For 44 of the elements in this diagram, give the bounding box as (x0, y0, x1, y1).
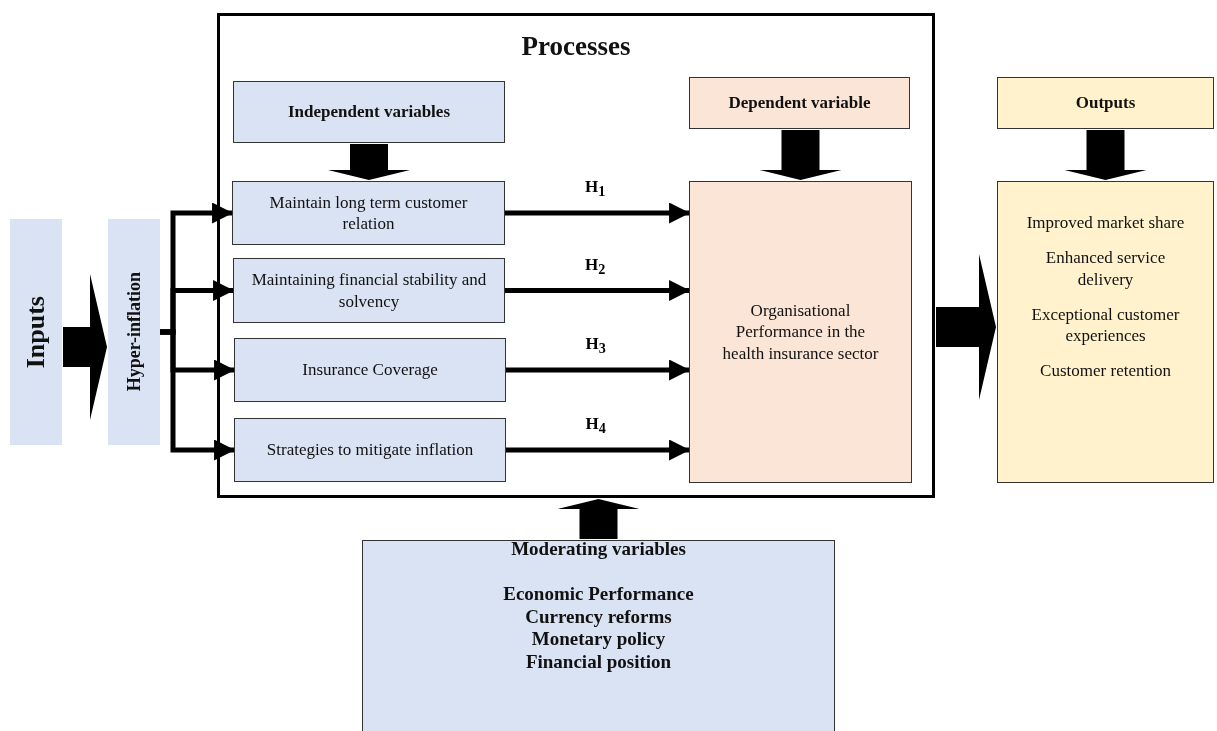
block-arrow (557, 499, 640, 539)
input-band (108, 219, 160, 445)
box-heading: Dependent variable (728, 92, 871, 114)
arrow (505, 202, 691, 224)
moderator-item: Currency reforms (525, 605, 672, 629)
process-frame (217, 13, 935, 498)
outcome-box (689, 181, 912, 483)
header-box (997, 77, 1214, 129)
moderator-box (362, 540, 835, 731)
moderator-item: Financial position (525, 651, 672, 674)
block-arrow (328, 144, 410, 180)
variable-box (232, 181, 505, 245)
input-band (10, 219, 62, 445)
box-label: Organisational Performance in the health insurance sector (721, 300, 880, 364)
arrow (505, 280, 691, 301)
moderator-item: Economic Performance (503, 582, 694, 606)
box-heading: Moderating variables (511, 538, 686, 561)
output-item: Customer retention (1040, 360, 1171, 382)
header-box (233, 81, 505, 143)
output-box (997, 181, 1214, 483)
block-arrow (759, 130, 842, 180)
frame-title: Processes (521, 30, 631, 63)
arrow (506, 359, 691, 381)
arrow (160, 329, 236, 461)
arrow (506, 439, 691, 461)
variable-box (234, 338, 506, 402)
block-arrow (1064, 130, 1147, 180)
output-item: Improved market share (1026, 212, 1185, 234)
variable-box (234, 418, 506, 482)
box-label: Strategies to mitigate inflation (266, 439, 474, 461)
band-label: Hyper-inflation (122, 272, 145, 392)
box-label: Maintaining financial stability and solvency (250, 269, 488, 312)
box-heading: Independent variables (288, 101, 450, 123)
box-label: Insurance Coverage (302, 359, 438, 381)
box-label: Maintain long term customer relation (268, 191, 469, 235)
output-item: Exceptional customer experiences (1030, 303, 1181, 347)
moderator-item: Monetary policy (531, 628, 666, 652)
variable-box (233, 258, 505, 323)
header-box (689, 77, 910, 129)
band-label: Inputs (19, 295, 51, 369)
block-arrow (936, 254, 996, 400)
output-item: Enhanced service delivery (1044, 247, 1167, 290)
box-heading: Outputs (1075, 92, 1136, 114)
block-arrow (63, 274, 107, 420)
